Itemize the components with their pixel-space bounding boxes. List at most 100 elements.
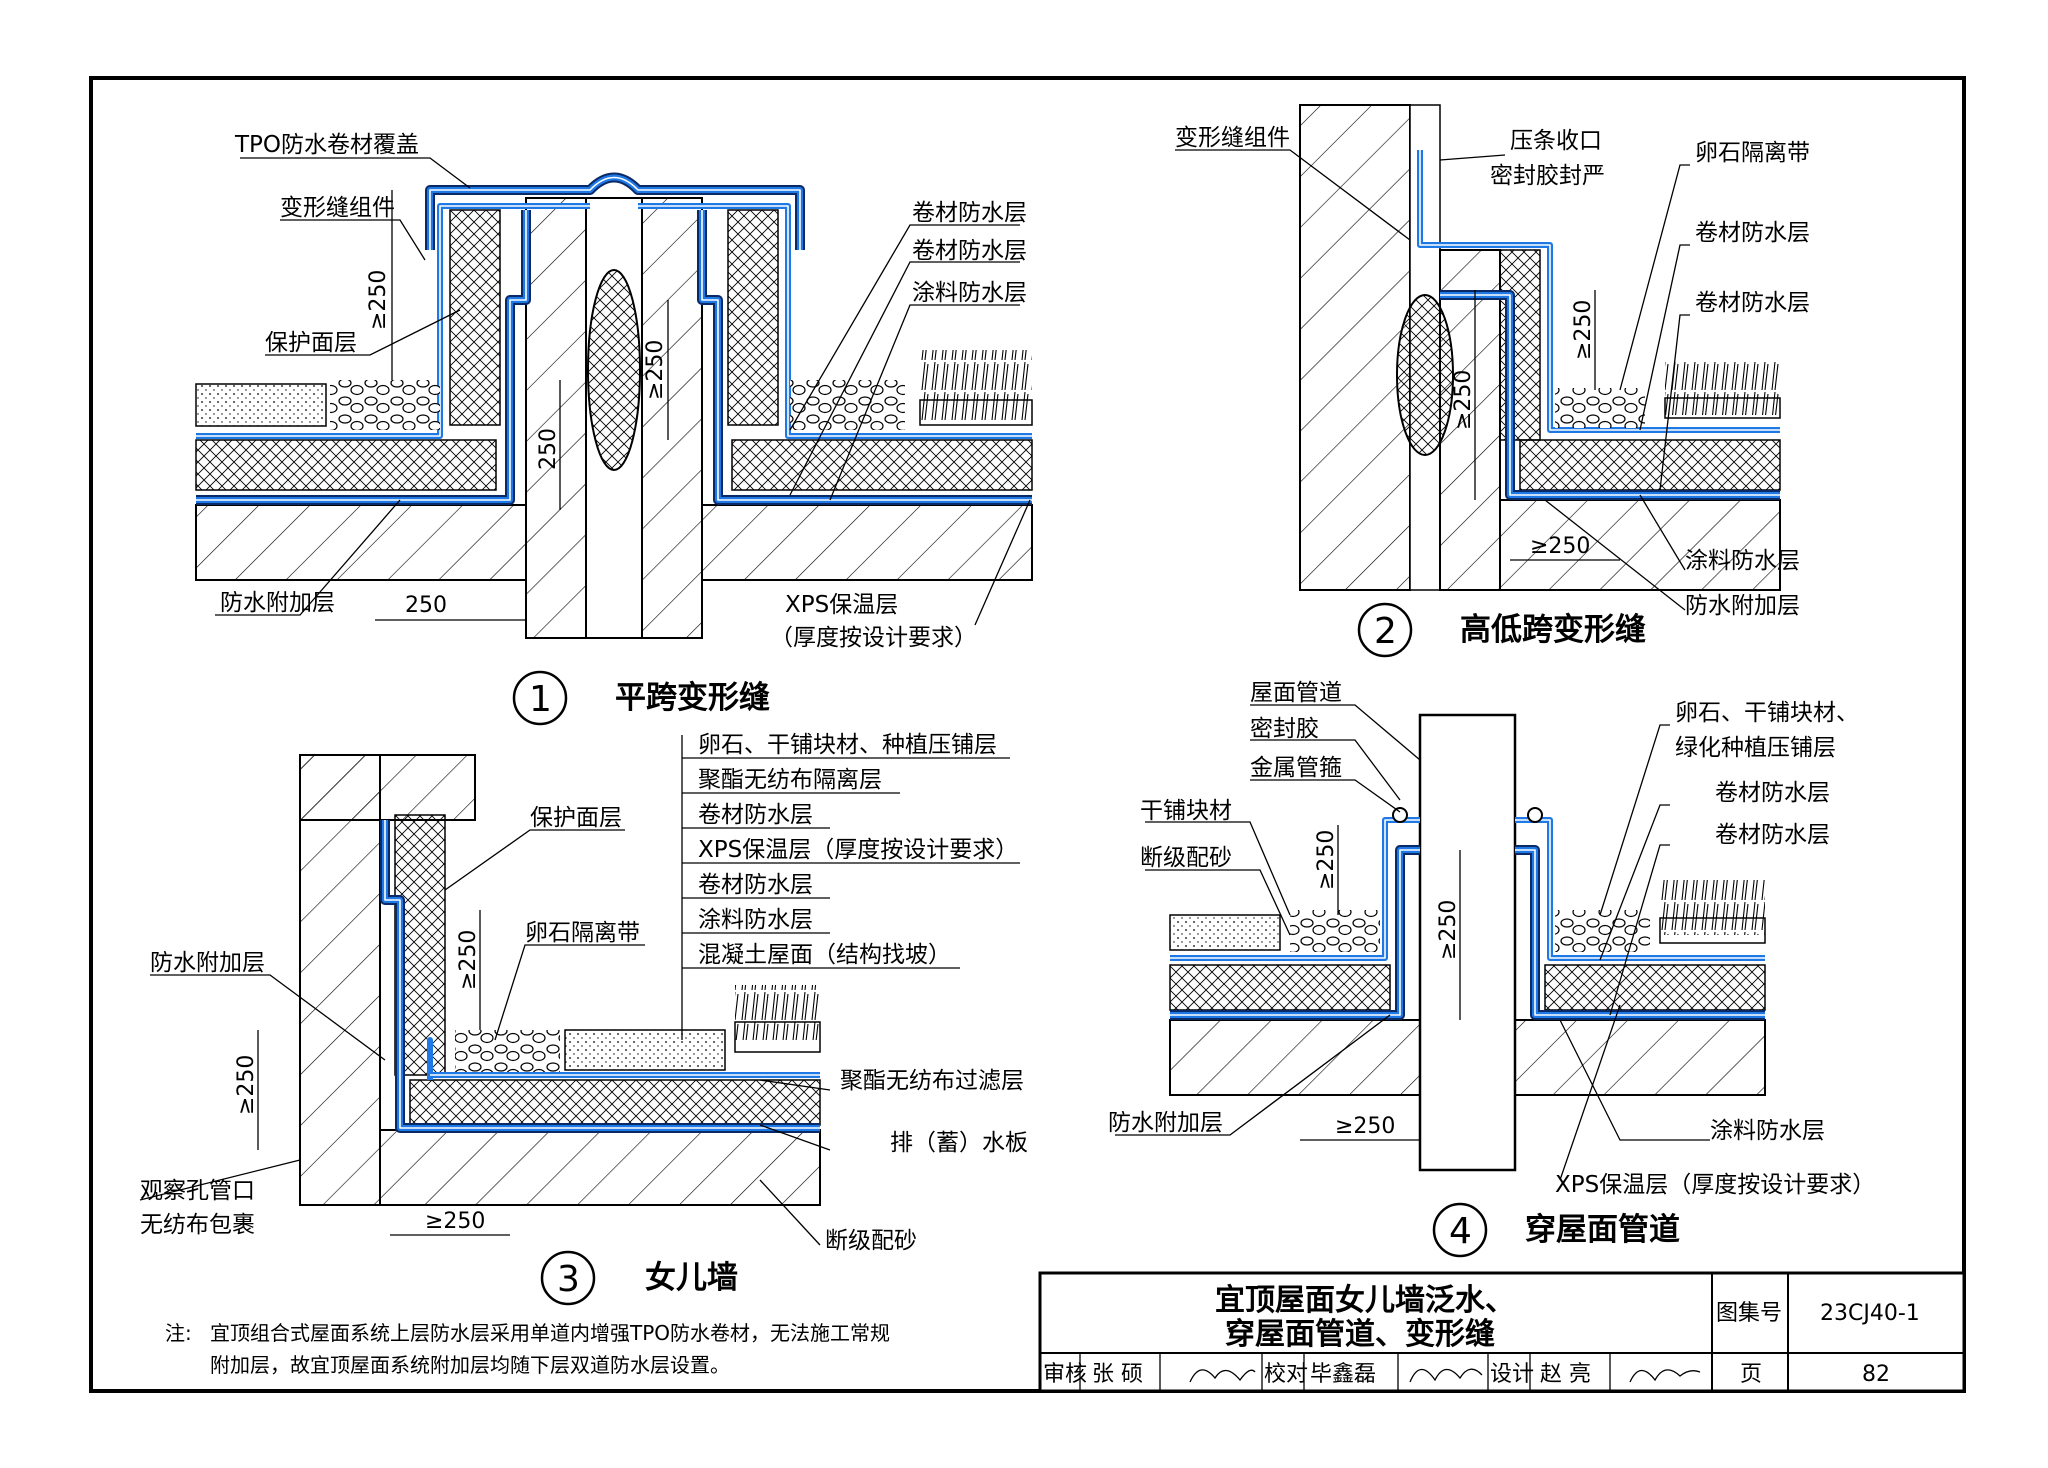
d4-dim-h2: ≥250 (1436, 900, 1461, 960)
atlas-label: 图集号 (1716, 1301, 1782, 1326)
d1-label-additional: 防水附加层 (220, 590, 335, 616)
reviewer-signature (1189, 1369, 1256, 1383)
d3-pebbles (455, 1030, 560, 1072)
d2-label-membrane-b: 卷材防水层 (1695, 290, 1810, 316)
checker-name: 毕鑫磊 (1310, 1362, 1376, 1387)
d1-wall-right (641, 197, 703, 639)
d2-dim-w: ≥250 (1530, 534, 1590, 559)
d4-label-clamp: 金属管箍 (1250, 755, 1342, 781)
d3-planting (735, 985, 820, 1040)
sheet-border (89, 76, 1966, 1393)
d3-number-circle (540, 1250, 596, 1306)
d4-label-xps: XPS保温层（厚度按设计要求） (1555, 1172, 1875, 1198)
design-label: 设计 (1490, 1362, 1534, 1387)
review-label: 审核 (1043, 1362, 1087, 1387)
d2-label-joint-assembly: 变形缝组件 (1175, 125, 1290, 151)
d1-dim-h1: ≥250 (366, 270, 391, 330)
d2-dim-h2: ≥250 (1451, 370, 1476, 430)
d3-layer-5: 涂料防水层 (698, 907, 813, 933)
d3-label-inspection-2: 无纺布包裹 (140, 1212, 255, 1238)
d2-label-membrane-a: 卷材防水层 (1695, 220, 1810, 246)
atlas-number: 23CJ40-1 (1820, 1301, 1920, 1326)
d1-filler (587, 269, 641, 471)
title-line-1: 宜顶屋面女儿墙泛水、 (1215, 1283, 1515, 1318)
d4-label-graded-sand: 断级配砂 (1140, 845, 1232, 871)
d4-xps-left (1169, 964, 1391, 1011)
d1-pebbles-left (330, 380, 440, 430)
d1-label-membrane-a: 卷材防水层 (912, 200, 1027, 226)
d4-pipe (1418, 713, 1517, 1172)
d3-layer-4: 卷材防水层 (698, 872, 813, 898)
d1-label-xps-note: （厚度按设计要求） (770, 625, 977, 651)
d2-xps (1519, 439, 1781, 491)
note-line-2: 附加层，故宜顶屋面系统附加层均随下层双道防水层设置。 (210, 1353, 730, 1377)
designer-signature (1629, 1369, 1701, 1383)
d4-slab-left (1169, 1019, 1421, 1096)
checker-signature (1409, 1368, 1483, 1383)
d4-clamp-right (1527, 807, 1543, 823)
d4-clamp-left (1392, 807, 1408, 823)
designer-name: 赵 亮 (1540, 1362, 1591, 1387)
d1-xps-left (195, 439, 497, 491)
d2-label-coating: 涂料防水层 (1685, 548, 1800, 574)
d1-dim-w: 250 (405, 593, 447, 618)
detail-1-plan: ≥250 250 ≥250 250 TPO防水卷材覆盖 变形缝组件 保护面层 卷… (195, 132, 1033, 726)
d1-pebbles-right (790, 380, 905, 430)
d1-title: 平跨变形缝 (615, 680, 770, 716)
detail-3-plan: ≥250 ≥250 ≥250 卵石、干铺块材、种植压铺层 聚酯无纺布隔离层 卷材… (139, 732, 1028, 1306)
d3-label-pebble-strip: 卵石隔离带 (525, 920, 640, 946)
d3-number: 3 (557, 1259, 580, 1300)
d1-xps-right (731, 439, 1033, 491)
d3-layer-1: 聚酯无纺布隔离层 (698, 767, 882, 793)
d1-slab-left (195, 504, 527, 581)
d1-dim-h3: ≥250 (643, 340, 668, 400)
d1-label-tpo-cover: TPO防水卷材覆盖 (234, 132, 419, 158)
d2-label-pebble-strip: 卵石隔离带 (1695, 140, 1810, 166)
note-line-1: 宜顶组合式屋面系统上层防水层采用单道内增强TPO防水卷材，无法施工常规 (210, 1321, 890, 1345)
detail-2-plan: ≥250 ≥250 ≥250 变形缝组件 压条收口 密封胶封严 卵石隔离带 卷材… (1175, 104, 1810, 658)
d3-slab (379, 1129, 821, 1206)
d2-pebbles (1555, 388, 1645, 428)
d4-label-pebble-1: 卵石、干铺块材、 (1675, 700, 1859, 726)
d3-label-protection: 保护面层 (530, 805, 622, 831)
d3-layer-2: 卷材防水层 (698, 802, 813, 828)
d4-label-additional: 防水附加层 (1108, 1110, 1223, 1136)
d3-layer-list: 卵石、干铺块材、种植压铺层 聚酯无纺布隔离层 卷材防水层 XPS保温层（厚度按设… (681, 732, 1020, 1040)
d1-wall-left (525, 197, 587, 639)
d4-dim-h1: ≥250 (1314, 830, 1339, 890)
title-line-2: 穿屋面管道、变形缝 (1225, 1317, 1495, 1352)
d3-label-inspection-1: 观察孔管口 (140, 1178, 255, 1204)
d4-pebbles-right (1555, 910, 1650, 952)
d3-layer-0: 卵石、干铺块材、种植压铺层 (698, 732, 997, 758)
d2-title: 高低跨变形缝 (1460, 612, 1646, 648)
d3-title: 女儿墙 (645, 1260, 738, 1296)
d3-layer-3: XPS保温层（厚度按设计要求） (698, 837, 1018, 863)
d4-blocks-left (1169, 914, 1281, 951)
d4-label-pipe: 屋面管道 (1250, 680, 1342, 706)
d1-number: 1 (529, 679, 552, 720)
d1-label-membrane-b: 卷材防水层 (912, 238, 1027, 264)
d4-title: 穿屋面管道 (1525, 1212, 1680, 1248)
title-block: 宜顶屋面女儿墙泛水、 穿屋面管道、变形缝 图集号 23CJ40-1 审核 张 硕… (1038, 1271, 1966, 1393)
d1-xps-upturn-left (449, 209, 501, 426)
d1-pavers (195, 383, 327, 427)
d1-planting (920, 350, 1032, 420)
d4-label-sealant: 密封胶 (1250, 716, 1319, 742)
d4-xps-right (1544, 964, 1766, 1011)
d1-slab-right (701, 504, 1033, 581)
d3-label-graded-sand: 断级配砂 (825, 1228, 917, 1254)
d4-pebbles-left (1290, 910, 1380, 952)
d2-label-additional: 防水附加层 (1685, 593, 1800, 619)
reviewer-name: 张 硕 (1092, 1362, 1143, 1387)
d2-planting (1665, 360, 1780, 415)
page-label: 页 (1740, 1362, 1762, 1387)
d4-planting (1660, 880, 1765, 935)
d4-dim-w: ≥250 (1335, 1114, 1395, 1139)
d4-number: 4 (1449, 1211, 1472, 1252)
page-number: 82 (1862, 1362, 1890, 1387)
d3-label-drain-board: 排（蓄）水板 (890, 1130, 1028, 1156)
check-label: 校对 (1264, 1362, 1308, 1387)
d1-number-circle (512, 670, 568, 726)
d4-label-membrane-b: 卷材防水层 (1715, 822, 1830, 848)
